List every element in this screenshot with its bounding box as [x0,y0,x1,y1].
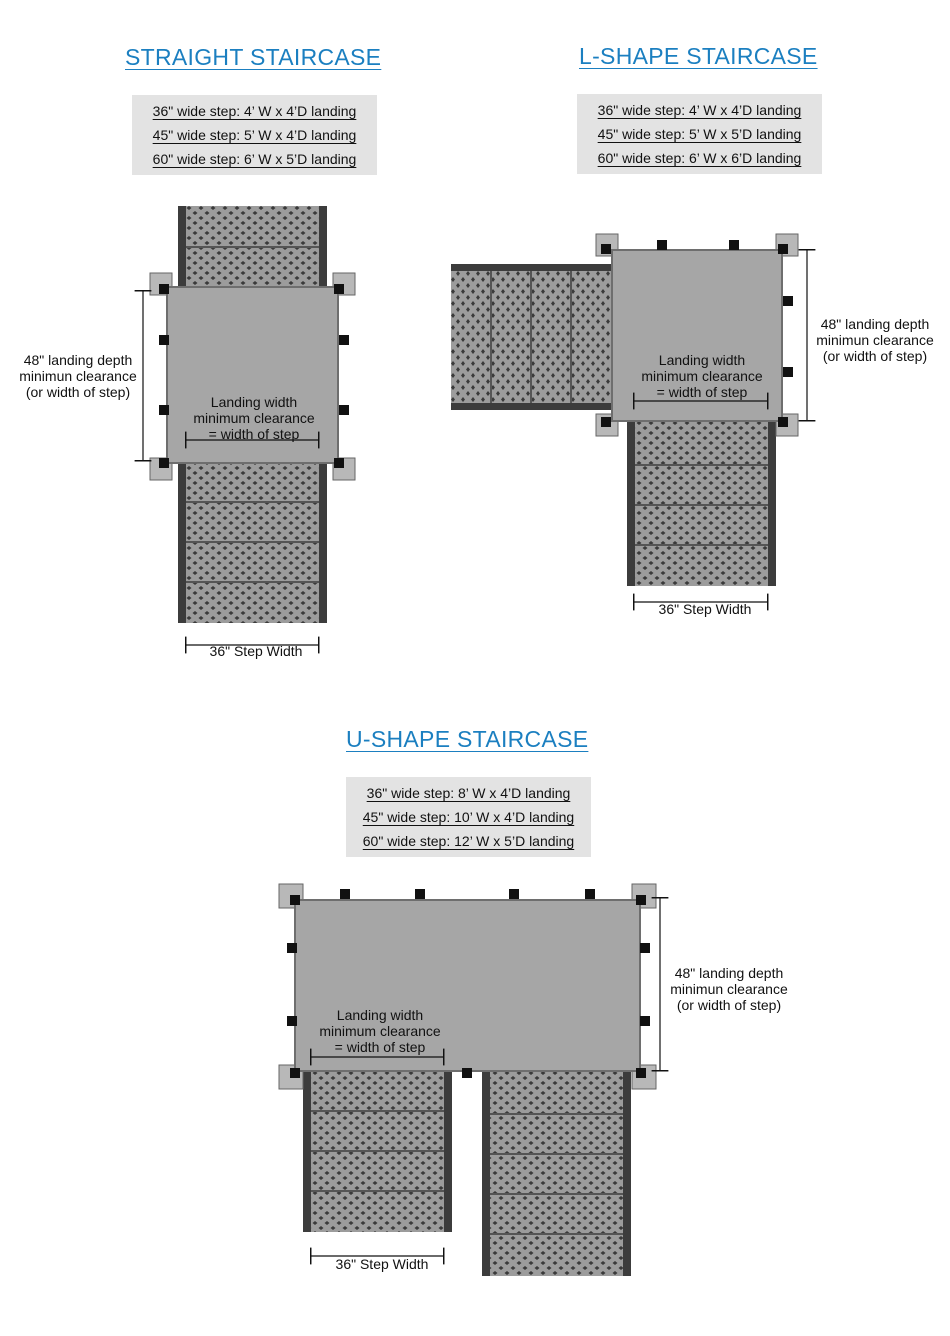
u-shape-landing [278,883,657,1090]
l-shape-step-width-label: 36" Step Width [658,601,752,617]
straight-depth-label: 48" landing depth minimun clearance (or … [10,352,146,400]
post [290,895,300,905]
l-shape-landing [595,233,799,437]
post [159,335,169,345]
post [783,367,793,377]
landing-label-line: Landing width [336,1007,424,1023]
l-shape-lower-steps [627,420,776,586]
straight-lower-steps [178,462,327,623]
l-shape-spec-box: 36" wide step: 4’ W x 4’D landing 45" wi… [577,94,822,174]
post [657,240,667,250]
depth-label-line: 48" landing depth [674,965,784,981]
l-shape-dimensions [632,248,816,611]
depth-label-line: 48" landing depth [820,316,930,332]
post [287,1016,297,1026]
post [640,943,650,953]
u-shape-spec-box: 36" wide step: 8’ W x 4’D landing 45" wi… [346,777,591,857]
landing-label-line: = width of step [208,426,300,442]
post [585,889,595,899]
landing-label-line: minimum clearance [319,1023,441,1039]
post [729,240,739,250]
landing-label-line: minimum clearance [641,368,763,384]
l-shape-landing-width-label: Landing width minimum clearance = width … [632,352,772,400]
straight-dimensions [134,289,320,654]
post [159,458,169,468]
l-shape-depth-label: 48" landing depth minimun clearance (or … [808,316,942,364]
landing-platform [611,249,783,422]
depth-label-line: (or width of step) [676,997,782,1013]
l-shape-spec-line: 60" wide step: 6’ W x 6’D landing [597,150,802,166]
u-shape-landing-width-label: Landing width minimum clearance = width … [310,1007,450,1055]
depth-label-line: minimun clearance [19,368,137,384]
straight-landing-width-label: Landing width minimum clearance = width … [184,394,324,442]
depth-label-line: minimun clearance [670,981,788,997]
step-tread [490,1070,623,1276]
u-shape-staircase-title: U-SHAPE STAIRCASE [346,726,589,752]
landing-label-line: minimum clearance [193,410,315,426]
u-shape-step-width-label: 36" Step Width [335,1256,429,1272]
l-shape-side-steps [451,264,612,410]
straight-spec-line: 36" wide step: 4’ W x 4’D landing [152,103,357,119]
landing-label-line: Landing width [210,394,298,410]
straight-staircase-title: STRAIGHT STAIRCASE [125,44,382,70]
post [601,417,611,427]
post [778,417,788,427]
post [415,889,425,899]
post [334,458,344,468]
landing-label-line: = width of step [656,384,748,400]
u-shape-left-steps [303,1070,452,1232]
post [462,1068,472,1078]
straight-step-width-label: 36" Step Width [209,643,303,659]
post [339,405,349,415]
straight-spec-line: 45" wide step: 5’ W x 4’D landing [152,127,357,143]
u-shape-dimensions [309,896,669,1265]
post [339,335,349,345]
l-shape-staircase-title: L-SHAPE STAIRCASE [579,43,818,69]
post [640,1016,650,1026]
straight-upper-steps [178,206,327,291]
depth-label-line: (or width of step) [822,348,928,364]
landing-platform [294,899,641,1072]
landing-label-line: = width of step [334,1039,426,1055]
post [636,1068,646,1078]
step-tread [635,420,768,586]
depth-label-line: (or width of step) [25,384,131,400]
u-shape-right-steps [482,1070,631,1276]
u-shape-depth-label: 48" landing depth minimun clearance (or … [662,965,796,1013]
post [601,244,611,254]
post [159,284,169,294]
post [783,296,793,306]
l-shape-spec-line: 45" wide step: 5’ W x 5’D landing [597,126,802,142]
u-shape-spec-line: 45" wide step: 10’ W x 4’D landing [362,809,575,825]
u-shape-spec-line: 60" wide step: 12’ W x 5’D landing [362,833,575,849]
post [334,284,344,294]
depth-label-line: 48" landing depth [23,352,133,368]
u-shape-spec-line: 36" wide step: 8’ W x 4’D landing [366,785,571,801]
step-tread [186,206,319,291]
straight-landing [149,272,356,481]
straight-spec-line: 60" wide step: 6’ W x 5’D landing [152,151,357,167]
post [340,889,350,899]
post [290,1068,300,1078]
post [159,405,169,415]
depth-label-line: minimun clearance [816,332,934,348]
post [778,244,788,254]
landing-label-line: Landing width [658,352,746,368]
post [636,895,646,905]
straight-spec-box: 36" wide step: 4’ W x 4’D landing 45" wi… [132,95,377,175]
l-shape-spec-line: 36" wide step: 4’ W x 4’D landing [597,102,802,118]
post [509,889,519,899]
post [287,943,297,953]
